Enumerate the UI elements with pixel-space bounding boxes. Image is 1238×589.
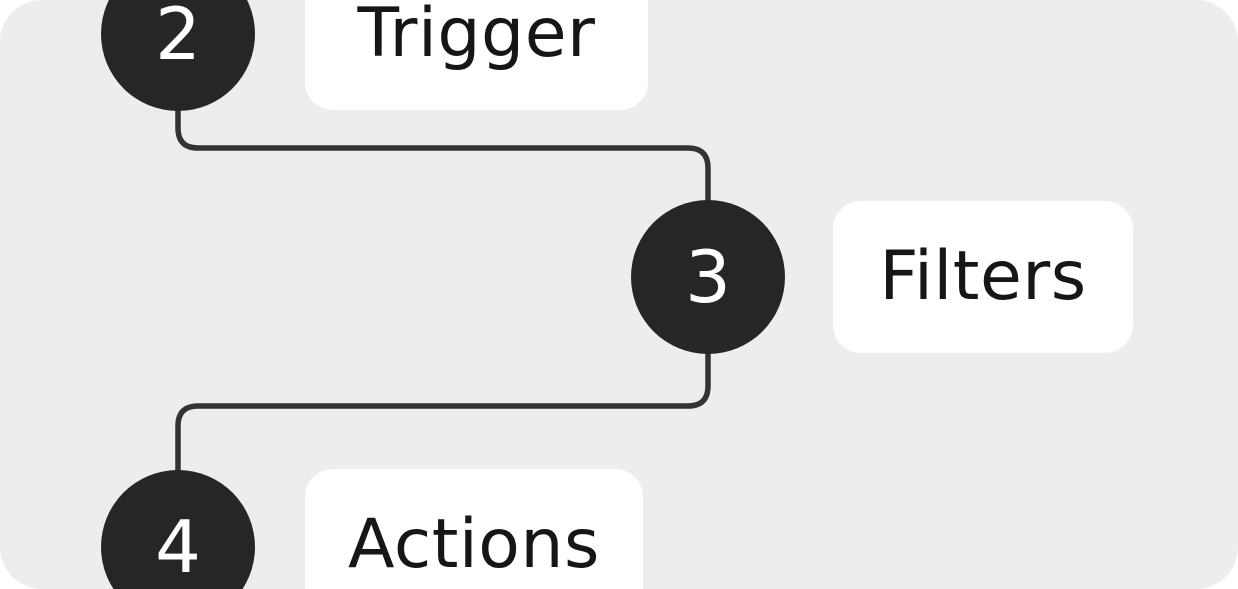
step-node-2: 2 <box>101 0 255 111</box>
step-label: Actions <box>348 505 600 584</box>
step-number: 3 <box>685 235 731 319</box>
connector-step2-to-step3 <box>175 95 711 215</box>
step-card-filters: Filters <box>833 201 1133 353</box>
step-label: Filters <box>879 237 1087 316</box>
step-number: 4 <box>155 505 201 589</box>
step-number: 2 <box>155 0 201 76</box>
step-label: Trigger <box>357 0 596 73</box>
step-node-4: 4 <box>101 470 255 589</box>
step-card-actions: Actions <box>305 469 643 589</box>
step-node-3: 3 <box>631 200 785 354</box>
connector-step3-to-step4 <box>175 340 711 485</box>
step-card-trigger: Trigger <box>305 0 648 110</box>
